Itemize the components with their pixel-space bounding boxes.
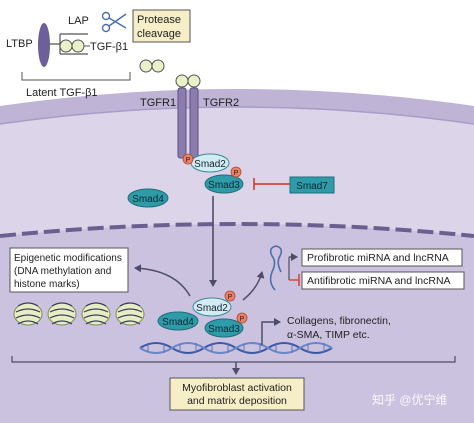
epigenetic-line3: histone marks) bbox=[14, 279, 80, 290]
epigenetic-line1: Epigenetic modifications bbox=[14, 253, 122, 264]
free-ligand-1 bbox=[139, 59, 153, 73]
tgf-ligand-1 bbox=[59, 39, 73, 53]
receptor-ligand-1 bbox=[175, 74, 189, 88]
profibrotic-box bbox=[301, 248, 463, 267]
membrane-inner-line bbox=[0, 106, 474, 125]
phospho-smad3-nuclear bbox=[236, 312, 248, 324]
smad3-cyto-label: Smad3 bbox=[208, 180, 240, 191]
phospho-smad3-cyto bbox=[230, 166, 242, 178]
epigenetic-arrow bbox=[134, 264, 191, 297]
smad3-nuclear bbox=[204, 318, 244, 338]
tgfr1-receptor bbox=[177, 87, 187, 159]
outcome-box bbox=[169, 377, 305, 411]
nucleosome-icon bbox=[13, 302, 43, 326]
free-ligand-2 bbox=[151, 59, 165, 73]
outcome-bracket bbox=[11, 356, 456, 363]
dna-strand-b bbox=[139, 342, 333, 354]
phospho-smad2-cyto bbox=[182, 153, 194, 165]
protease-label-line2: cleavage bbox=[137, 28, 181, 40]
smad4-nuclear-label: Smad4 bbox=[162, 317, 194, 328]
smad4-cyto bbox=[127, 188, 169, 208]
phospho-smad2-nuclear bbox=[224, 290, 236, 302]
ltbp-label: LTBP bbox=[6, 38, 33, 50]
tgfr1-label: TGFR1 bbox=[140, 97, 176, 109]
phospho-smad2-cyto-label: P bbox=[186, 157, 191, 164]
phospho-smad3-cyto-label: P bbox=[234, 170, 239, 177]
tgfb1-label: TGF-β1 bbox=[90, 41, 128, 53]
protease-label-line1: Protease bbox=[137, 14, 181, 26]
mirna-upstream-arrow bbox=[242, 271, 265, 301]
nucleosome-icons bbox=[13, 302, 145, 326]
watermark: 知乎 @优宁维 bbox=[372, 392, 448, 407]
nucleosome-icon bbox=[81, 302, 111, 326]
smad2-nuclear-label: Smad2 bbox=[196, 303, 228, 314]
protease-label-box bbox=[132, 9, 191, 43]
smad7-label: Smad7 bbox=[296, 181, 328, 192]
smad7-box bbox=[289, 176, 335, 194]
smad2-nuclear bbox=[192, 297, 232, 317]
nucleosome-icon bbox=[115, 302, 145, 326]
antifibrotic-box bbox=[301, 271, 465, 290]
nuclear-envelope bbox=[0, 222, 474, 238]
antifibrotic-label: Antifibrotic miRNA and lncRNA bbox=[307, 275, 451, 287]
smad3-nuclear-label: Smad3 bbox=[208, 324, 240, 335]
epigenetic-box bbox=[9, 247, 129, 293]
scissors-icon bbox=[101, 11, 127, 33]
smad4-nuclear bbox=[157, 311, 199, 331]
genes-line2: α-SMA, TIMP etc. bbox=[287, 329, 370, 341]
outcome-line2: and matrix deposition bbox=[187, 395, 287, 407]
phospho-smad2-nuclear-label: P bbox=[228, 294, 233, 301]
latent-label: Latent TGF-β1 bbox=[26, 87, 98, 99]
phospho-smad3-nuclear-label: P bbox=[240, 316, 245, 323]
receptor-ligand-2 bbox=[187, 74, 201, 88]
latent-bracket bbox=[21, 72, 131, 81]
profibrotic-label: Profibrotic miRNA and lncRNA bbox=[307, 252, 449, 264]
transcription-arrow bbox=[261, 318, 281, 345]
genes-line1: Collagens, fibronectin, bbox=[287, 315, 391, 327]
epigenetic-line2: (DNA methylation and bbox=[14, 266, 111, 277]
tgfr2-label: TGFR2 bbox=[203, 97, 239, 109]
mirna-hairpin-icon bbox=[269, 245, 283, 291]
dna-rungs bbox=[147, 343, 325, 353]
smad4-cyto-label: Smad4 bbox=[132, 194, 164, 205]
smad7-inhibit-line bbox=[253, 178, 290, 190]
smad3-cyto bbox=[204, 174, 244, 194]
antifibrotic-inhibit bbox=[289, 274, 300, 286]
outcome-line1: Myofibroblast activation bbox=[182, 382, 292, 394]
tgf-ligand-2 bbox=[71, 39, 85, 53]
smad2-cyto-label: Smad2 bbox=[194, 159, 226, 170]
nucleosome-icon bbox=[47, 302, 77, 326]
tgfr2-receptor bbox=[189, 87, 199, 159]
ltbp-shape bbox=[38, 23, 50, 67]
lap-label: LAP bbox=[68, 15, 89, 27]
